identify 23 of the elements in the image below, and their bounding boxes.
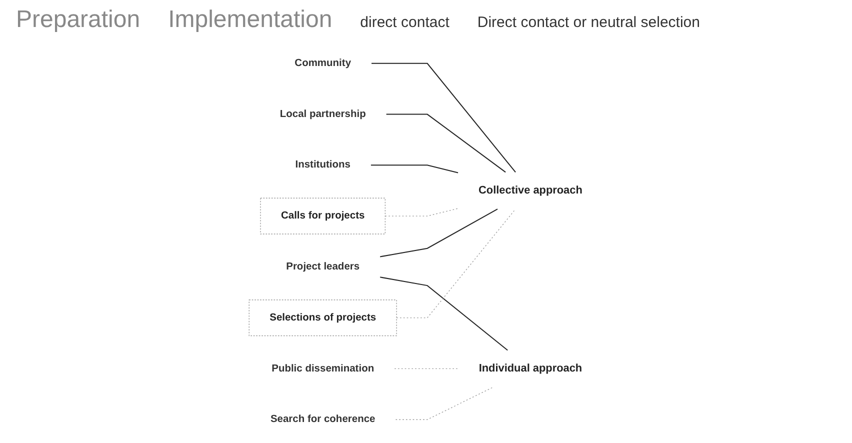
node-text: Collective approach [478,184,582,196]
connector [380,208,498,258]
connector [380,276,508,351]
note-text: direct contact [360,14,450,31]
connector [384,208,458,216]
connector [372,62,516,172]
column-heading: Implementation [168,6,332,34]
node-text: Search for coherence [270,413,376,425]
node-text: Institutions [295,158,350,170]
node-text: Project leaders [286,260,360,272]
connector [386,114,506,173]
node-text: Public dissemination [272,362,374,374]
node-text: Individual approach [478,362,582,374]
node-box: Selections of projects [248,300,397,336]
node-text: Community [294,57,352,69]
connector [370,164,458,174]
connector [396,208,516,318]
note-text: Direct contact or neutral selection [477,14,700,31]
node-text: Local partnership [280,108,366,120]
connector [394,368,459,370]
node-box: Calls for projects [260,198,386,234]
column-heading: Preparation [16,6,140,34]
connector [395,386,494,420]
